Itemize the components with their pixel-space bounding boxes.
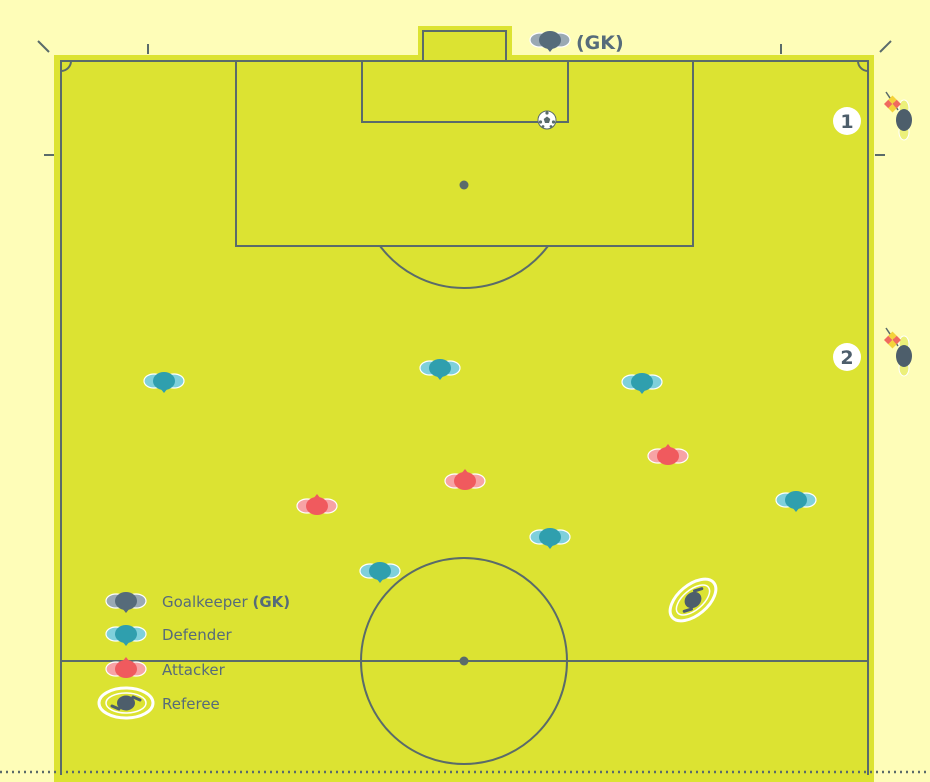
assistant-referee-icon [883, 327, 913, 377]
goalkeeper-player [529, 30, 571, 53]
goalkeeper-label: (GK) [576, 32, 624, 54]
pitch-markings [37, 30, 892, 775]
assistant-referee-icon [883, 91, 913, 141]
center-spot [459, 656, 469, 666]
assistant-referee-1: 1 [833, 91, 913, 141]
ball-icon [537, 110, 557, 130]
legend: Goalkeeper (GK) Defender Attacker Refere… [97, 591, 290, 720]
legend-goalkeeper-label: Goalkeeper (GK) [162, 593, 290, 611]
penalty-spot [459, 180, 469, 190]
assistant-referee-number: 2 [840, 347, 853, 369]
assistant-referee-2: 2 [833, 327, 913, 377]
assistant-referee-number: 1 [840, 111, 853, 133]
legend-referee-label: Referee [162, 695, 220, 713]
legend-attacker-label: Attacker [162, 661, 226, 679]
legend-defender-label: Defender [162, 626, 233, 644]
